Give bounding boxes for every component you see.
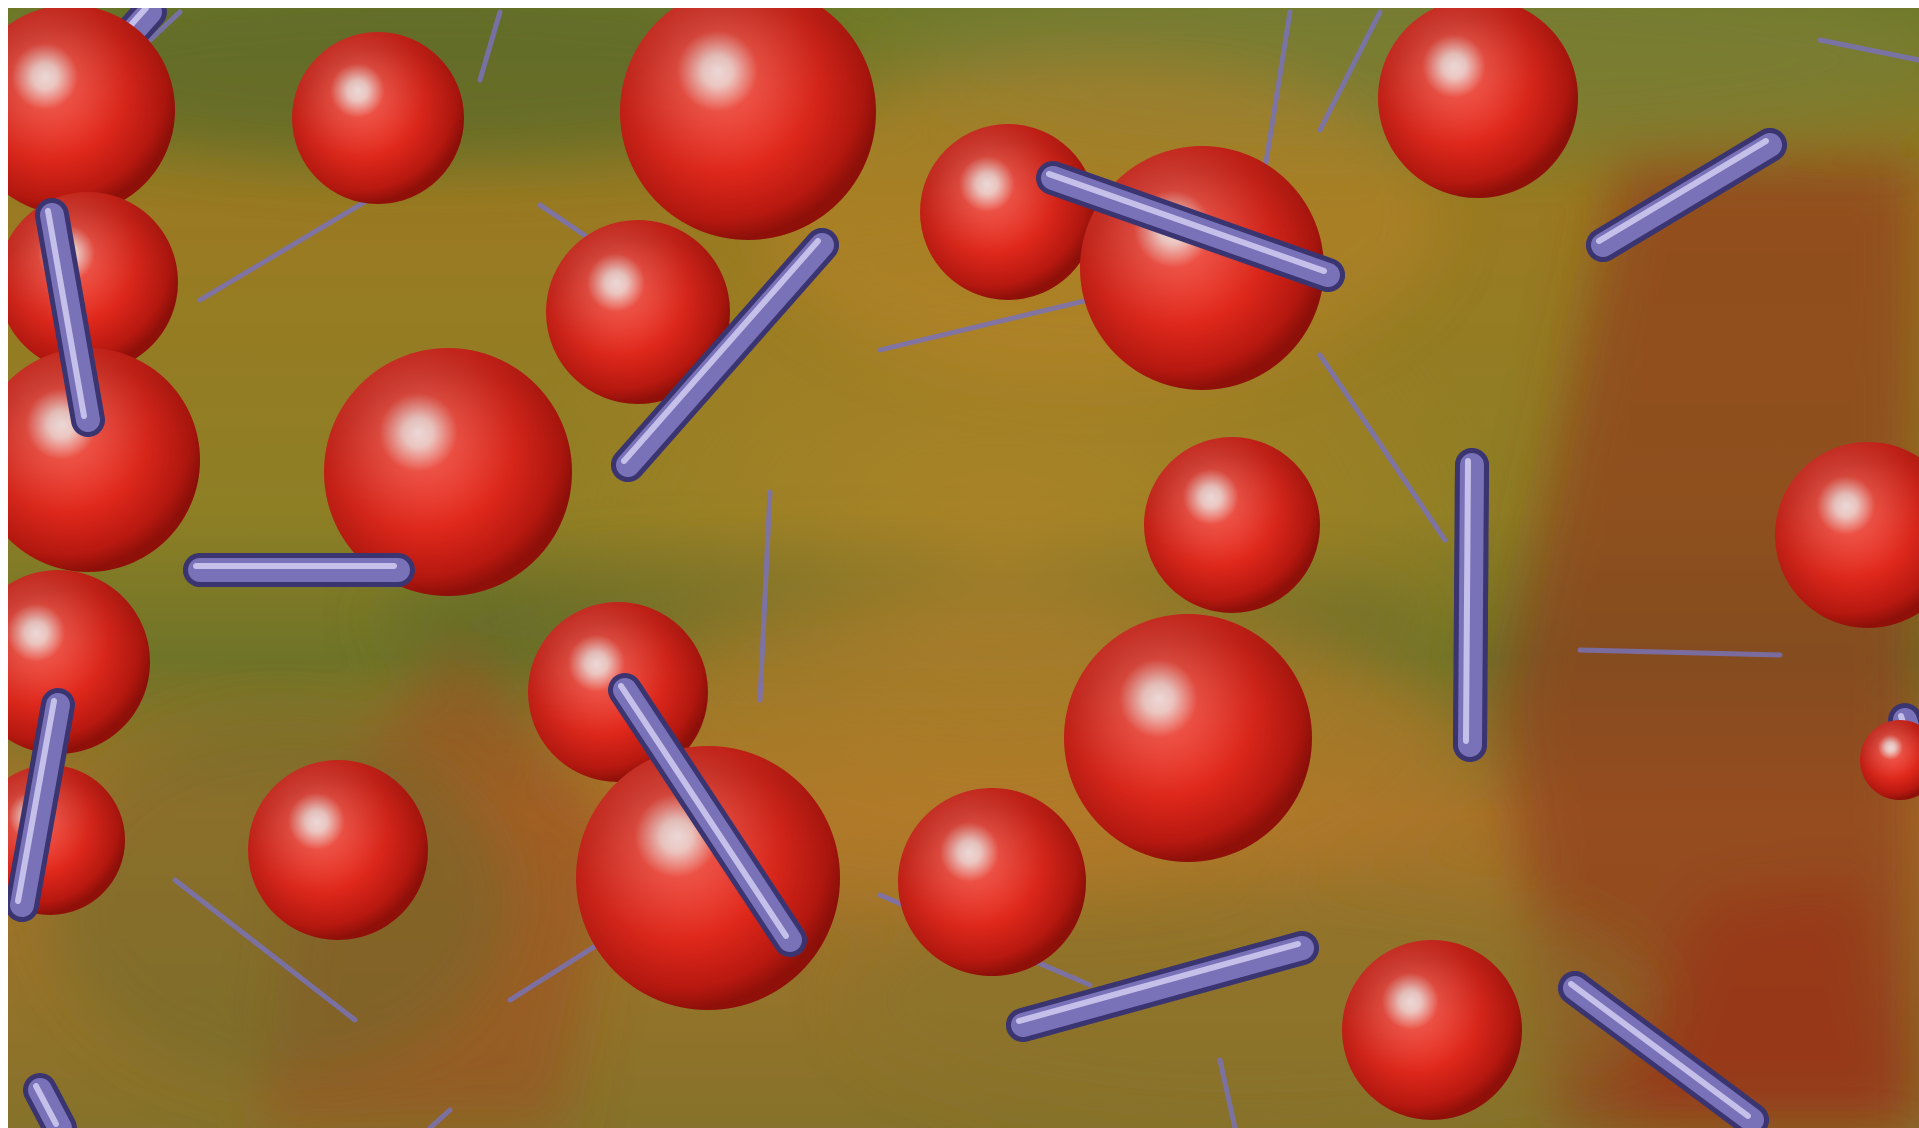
atom-sphere-11: [1144, 437, 1320, 613]
front-bond-1: [611, 228, 839, 482]
atom-sphere-1: [8, 8, 175, 215]
front-bond-5: [183, 553, 415, 587]
atom-sphere-2: [292, 32, 464, 204]
front-bond-7: [1006, 931, 1319, 1042]
thin-bond-15: [427, 1107, 453, 1128]
atom-sphere-6: [1378, 8, 1578, 198]
front-bond-6: [35, 198, 105, 437]
atom-sphere-20: [1342, 940, 1522, 1120]
thin-bond-8: [1317, 9, 1383, 133]
atom-sphere-10: [324, 348, 572, 596]
thin-bond-4: [1317, 352, 1448, 543]
front-bond-4: [1453, 448, 1489, 762]
thin-bond-7: [1577, 647, 1783, 658]
thin-bond-10: [172, 877, 358, 1023]
atom-sphere-4: [920, 124, 1096, 300]
atom-sphere-3: [620, 8, 876, 240]
thin-bond-6: [757, 489, 773, 703]
atom-sphere-17: [248, 760, 428, 940]
front-bond-2: [608, 673, 807, 957]
atom-sphere-21: [1860, 720, 1919, 800]
front-bond-8: [1586, 128, 1787, 262]
atom-sphere-19: [898, 788, 1086, 976]
front-bond-3: [1036, 161, 1345, 292]
thin-bond-14: [147, 9, 183, 43]
thin-bond-9: [477, 9, 503, 83]
atom-sphere-9: [8, 348, 200, 572]
thin-bond-13: [1217, 1057, 1238, 1128]
front-bond-9: [1558, 971, 1769, 1128]
thick-bond-12: [23, 1073, 77, 1128]
thin-bond-16: [1817, 37, 1919, 63]
atom-sphere-15: [1064, 614, 1312, 862]
front-bond-10: [8, 688, 75, 922]
atom-sphere-8: [546, 220, 730, 404]
atom-sphere-12: [1775, 442, 1919, 628]
